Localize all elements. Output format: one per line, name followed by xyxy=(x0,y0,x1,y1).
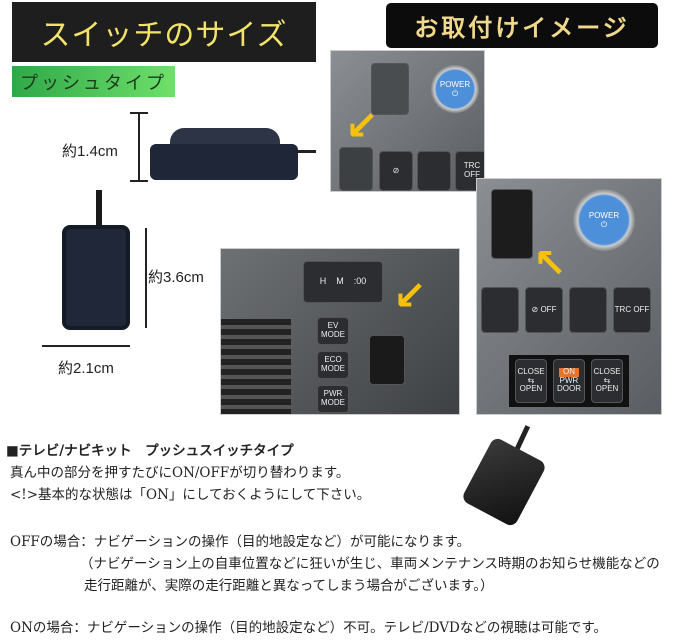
clock-h: H xyxy=(319,276,327,287)
open-label: OPEN xyxy=(519,384,543,394)
width-dimension: 約2.1cm xyxy=(58,360,114,377)
dimension-tick xyxy=(130,180,148,182)
height-dimension-line xyxy=(138,112,140,182)
description-line-1: 真ん中の部分を押すたびにON/OFFが切り替わります。 xyxy=(10,465,350,481)
height-dimension: 約1.4cm xyxy=(62,143,118,160)
arrow-icon: ↙ xyxy=(393,273,427,319)
eco-mode-label: ECO MODE xyxy=(321,355,345,373)
switch-size-title: スイッチのサイズ xyxy=(12,2,316,62)
dimension-tick xyxy=(130,112,148,114)
off-note-1: （ナビゲーション上の自車位置などに狂いが生じ、車両メンテナンス時期のお知らせ機能… xyxy=(80,556,660,572)
ev-mode-label: EV MODE xyxy=(321,321,345,339)
open-label: OPEN xyxy=(595,384,619,394)
push-type-label: プッシュタイプ xyxy=(12,66,175,97)
power-button-label: POWER xyxy=(588,210,620,220)
close-label: CLOSE xyxy=(517,366,545,376)
installation-image-title: お取付けイメージ xyxy=(386,3,658,48)
pwr-door-label: PWR DOOR xyxy=(557,375,581,394)
off-note-2: 走行距離が、実際の走行距離と異なってしまう場合がございます。） xyxy=(84,578,494,594)
arrow-icon: ↙ xyxy=(345,103,379,149)
width-dimension-line xyxy=(42,345,130,347)
install-photo-1: POWER⏻ ⊘ TRC OFF ↙ xyxy=(330,50,485,192)
description-line-2: <!>基本的な状態は「ON」にしておくようにして下さい。 xyxy=(10,487,371,503)
pwr-mode-label: PWR MODE xyxy=(321,389,345,407)
length-dimension: 約3.6cm xyxy=(148,269,204,286)
switch-cable xyxy=(514,425,531,450)
description-heading: ■テレビ/ナビキット プッシュスイッチタイプ xyxy=(6,443,294,459)
clock-m: M xyxy=(336,276,344,287)
trc-off-label: TRC OFF xyxy=(463,161,481,179)
on-label: ON xyxy=(559,367,579,377)
close-label: CLOSE xyxy=(593,366,621,376)
length-dimension-line xyxy=(145,228,147,328)
on-case-text: ONの場合：ナビゲーションの操作（目的地設定など）不可。テレビ/DVDなどの視聴… xyxy=(10,620,607,636)
switch-product-photo xyxy=(460,436,548,528)
arrow-icon: ↖ xyxy=(533,241,567,287)
switch-top-view xyxy=(62,225,130,330)
switch-side-view xyxy=(150,128,316,180)
off-case-text: OFFの場合：ナビゲーションの操作（目的地設定など）が可能になります。 xyxy=(10,534,471,550)
switch-cable xyxy=(96,190,102,230)
trc-off-label: TRC OFF xyxy=(614,304,650,314)
clock-00: :00 xyxy=(353,276,367,287)
power-button-label: POWER xyxy=(439,79,471,89)
